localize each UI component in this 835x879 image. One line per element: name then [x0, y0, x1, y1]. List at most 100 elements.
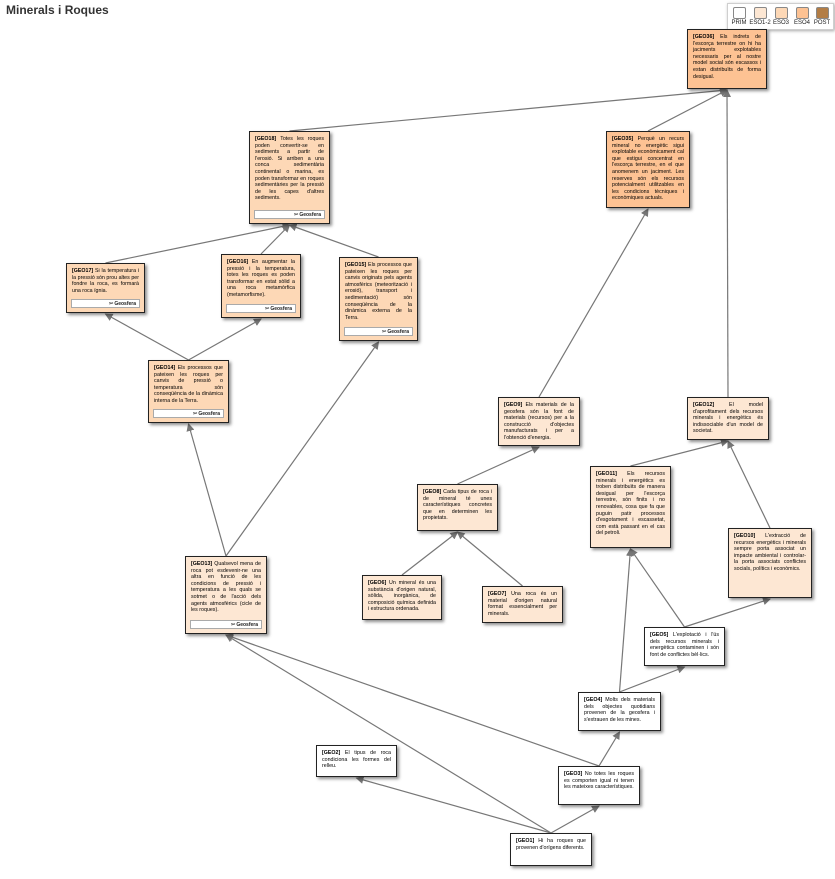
legend-item-eso3[interactable]: ESO3	[770, 7, 792, 26]
concept-node-geo16[interactable]: [GEO16] En augmentar la pressió i la tem…	[221, 254, 301, 318]
concept-node-geo1[interactable]: [GEO1] Hi ha roques que provenen d'oríge…	[510, 833, 592, 866]
node-tag[interactable]: ✂Geosfera	[344, 327, 413, 336]
legend-label: ESO3	[772, 20, 789, 26]
edge-geo5-to-geo11	[629, 548, 685, 628]
node-text: [GEO35] Perquè un recurs mineral no ener…	[612, 136, 684, 202]
edge-geo12-to-geo36	[723, 89, 732, 398]
concept-node-geo8[interactable]: [GEO8] Cada tipus de roca i de mineral t…	[417, 484, 498, 531]
concept-node-geo11[interactable]: [GEO11] Els recursos minerals i energèti…	[590, 466, 671, 548]
node-text: [GEO7] Una roca és un material d'origen …	[488, 591, 557, 617]
legend-swatch	[774, 7, 788, 19]
node-description: Un mineral és una substància d'origen na…	[368, 580, 436, 613]
node-text: [GEO4] Molts dels materials dels objecte…	[584, 697, 655, 723]
node-code: [GEO10]	[734, 533, 756, 539]
node-description: Els processos que pateixen les roques pe…	[345, 262, 412, 321]
legend-swatch	[732, 7, 746, 19]
node-text: [GEO3] No totes les roques es comporten …	[564, 771, 634, 791]
concept-node-geo5[interactable]: [GEO5] L'explotació i l'ús dels recursos…	[644, 627, 725, 666]
node-code: [GEO12]	[693, 402, 715, 408]
node-code: [GEO17]	[72, 268, 94, 274]
concept-node-geo18[interactable]: [GEO18] Totes les roques poden convertir…	[249, 131, 330, 224]
concept-node-geo9[interactable]: [GEO9] Els materials de la geosfera són …	[498, 397, 580, 446]
node-tag[interactable]: ✂Geosfera	[254, 210, 325, 219]
concept-node-geo12[interactable]: [GEO12] El model d'aprofitament dels rec…	[687, 397, 769, 440]
node-text: [GEO12] El model d'aprofitament dels rec…	[693, 402, 763, 435]
legend-label: PRIM	[731, 20, 747, 26]
node-text: [GEO9] Els materials de la geosfera són …	[504, 402, 574, 442]
edge-geo7-to-geo8	[456, 531, 523, 587]
node-code: [GEO2]	[322, 750, 341, 756]
edge-geo1-to-geo3	[550, 805, 600, 834]
paperclip-icon: ✂	[109, 301, 114, 307]
node-text: [GEO11] Els recursos minerals i energèti…	[596, 471, 665, 537]
legend-swatch	[815, 7, 829, 19]
legend-swatch	[753, 7, 767, 19]
node-tag[interactable]: ✂Geosfera	[153, 409, 224, 418]
node-description: Totes les roques poden convertir-se en s…	[255, 136, 324, 202]
edge-geo14-to-geo16	[188, 318, 262, 361]
node-tag-label: Geosfera	[114, 301, 136, 307]
concept-node-geo14[interactable]: [GEO14] Els processos que pateixen les r…	[148, 360, 229, 423]
node-description: En augmentar la pressió i la temperatura…	[227, 259, 295, 298]
node-code: [GEO7]	[488, 591, 507, 597]
node-tag-label: Geosfera	[299, 212, 321, 218]
node-code: [GEO11]	[596, 471, 617, 477]
node-text: [GEO6] Un mineral és una substància d'or…	[368, 580, 436, 613]
concept-node-geo2[interactable]: [GEO2] El tipus de roca condiciona les f…	[316, 745, 397, 777]
concept-node-geo15[interactable]: [GEO15] Els processos que pateixen les r…	[339, 257, 418, 341]
node-code: [GEO1]	[516, 838, 535, 844]
legend-item-eso1-2[interactable]: ESO1-2	[749, 7, 771, 26]
concept-node-geo4[interactable]: [GEO4] Molts dels materials dels objecte…	[578, 692, 661, 731]
edge-geo4-to-geo5	[619, 665, 686, 693]
node-text: [GEO18] Totes les roques poden convertir…	[255, 136, 324, 202]
concept-node-geo10[interactable]: [GEO10] L'extracció de recursos energèti…	[728, 528, 812, 598]
node-code: [GEO36]	[693, 34, 715, 40]
edge-geo6-to-geo8	[401, 531, 459, 576]
node-description: Molts dels materials dels objectes quoti…	[584, 697, 655, 723]
edge-geo10-to-geo12	[727, 440, 771, 529]
node-text: [GEO13] Qualsevol mena de roca pot esdev…	[191, 561, 261, 614]
concept-node-geo6[interactable]: [GEO6] Un mineral és una substància d'or…	[362, 575, 442, 620]
node-description: Hi ha roques que provenen d'orígens dife…	[516, 838, 586, 851]
node-description: Els indrets de l'escorça terrestre on hi…	[693, 34, 761, 80]
paperclip-icon: ✂	[265, 306, 270, 312]
node-description: Perquè un recurs mineral no energètic si…	[612, 136, 684, 202]
legend-item-eso4[interactable]: ESO4	[791, 7, 813, 26]
concept-node-geo17[interactable]: [GEO17] Si la temperatura i la pressió s…	[66, 263, 145, 313]
node-description: Els materials de la geosfera són la font…	[504, 402, 574, 441]
concept-node-geo7[interactable]: [GEO7] Una roca és un material d'origen …	[482, 586, 563, 623]
node-description: Cada tipus de roca i de mineral té unes …	[423, 489, 492, 522]
concept-node-geo35[interactable]: [GEO35] Perquè un recurs mineral no ener…	[606, 131, 690, 208]
legend-item-prim[interactable]: PRIM	[728, 7, 750, 26]
legend-item-post[interactable]: POST	[811, 7, 833, 26]
node-tag-label: Geosfera	[198, 411, 220, 417]
edge-geo18-to-geo36	[289, 86, 728, 132]
node-tag-label: Geosfera	[236, 622, 258, 628]
node-text: [GEO10] L'extracció de recursos energèti…	[734, 533, 806, 573]
concept-node-geo13[interactable]: [GEO13] Qualsevol mena de roca pot esdev…	[185, 556, 267, 634]
edge-geo35-to-geo36	[647, 89, 728, 132]
edge-geo11-to-geo12	[630, 438, 729, 467]
legend: PRIM ESO1-2 ESO3 ESO4 POST	[727, 3, 834, 30]
legend-label: ESO4	[793, 20, 810, 26]
node-code: [GEO3]	[564, 771, 583, 777]
node-tag[interactable]: ✂Geosfera	[71, 299, 140, 308]
node-tag[interactable]: ✂Geosfera	[226, 304, 296, 313]
node-tag-label: Geosfera	[270, 306, 292, 312]
concept-node-geo36[interactable]: [GEO36] Els indrets de l'escorça terrest…	[687, 29, 767, 89]
concept-node-geo3[interactable]: [GEO3] No totes les roques es comporten …	[558, 766, 640, 805]
edge-geo16-to-geo18	[260, 224, 291, 255]
node-description: Una roca és un material d'origen natural…	[488, 591, 557, 617]
paperclip-icon: ✂	[193, 411, 198, 417]
edge-geo3-to-geo13	[225, 633, 600, 767]
node-tag[interactable]: ✂Geosfera	[190, 620, 262, 629]
node-code: [GEO14]	[154, 365, 176, 371]
node-code: [GEO13]	[191, 561, 213, 567]
node-description: Els recursos minerals i energètics es tr…	[596, 471, 665, 537]
edge-geo4-to-geo11	[618, 548, 634, 693]
edge-geo13-to-geo14	[186, 423, 227, 557]
node-text: [GEO5] L'explotació i l'ús dels recursos…	[650, 632, 719, 658]
node-code: [GEO35]	[612, 136, 634, 142]
node-code: [GEO15]	[345, 262, 367, 268]
